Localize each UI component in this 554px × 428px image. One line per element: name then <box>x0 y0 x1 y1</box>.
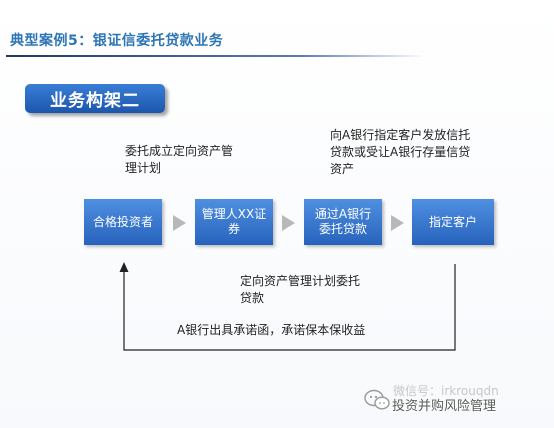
note-guarantee: A银行出具承诺函，承诺保本保收益 <box>177 323 366 337</box>
section-badge: 业务构架二 <box>25 84 165 113</box>
node-manager-securities: 管理人XX证券 <box>195 199 273 245</box>
node-designated-client: 指定客户 <box>412 199 494 245</box>
flow-arrow-2 <box>282 215 295 231</box>
title-underline <box>6 55 426 57</box>
return-loop-line <box>123 264 456 351</box>
flow-arrow-3 <box>391 215 404 231</box>
return-loop-arrowhead <box>119 262 129 272</box>
node-bank-entrusted-loan: 通过A银行委托贷款 <box>304 199 382 245</box>
watermark-id: 微信号：irkrouqdn <box>393 384 499 398</box>
note-entrust-loan: 定向资产管理计划委托贷款 <box>240 274 361 305</box>
node-qualified-investor: 合格投资者 <box>84 199 162 245</box>
watermark-name: 投资并购风险管理 <box>392 399 497 414</box>
note-plan: 委托成立定向资产管理计划 <box>125 144 234 175</box>
page-title: 典型案例5：银证信委托贷款业务 <box>10 33 224 49</box>
flow-arrow-1 <box>173 215 186 231</box>
note-bank-instruction: 向A银行指定客户发放信托贷款或受让A银行存量信贷资产 <box>330 128 471 176</box>
wechat-bubble-icon <box>364 389 390 410</box>
